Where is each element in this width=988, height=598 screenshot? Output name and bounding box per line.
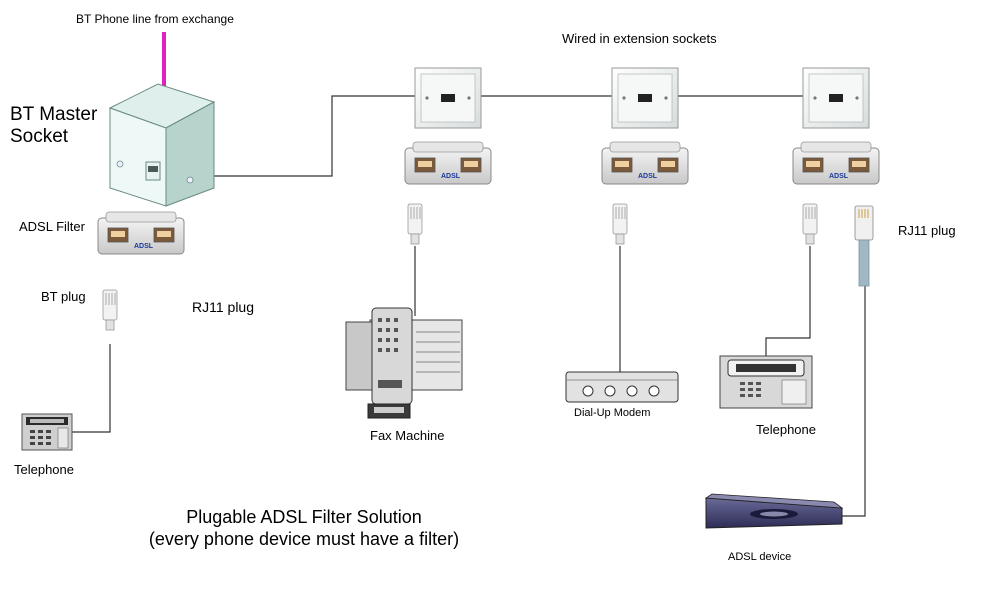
- fax-plug: [407, 203, 423, 245]
- adsl-device-label: ADSL device: [728, 551, 792, 563]
- extension-socket-1: [414, 67, 482, 129]
- exchange-line-label: BT Phone line from exchange: [76, 12, 234, 26]
- extension-sockets-label: Wired in extension sockets: [562, 31, 717, 46]
- fax-machine: [345, 307, 463, 419]
- adsl-device-cable: [842, 282, 866, 517]
- right-phone-cable: [765, 246, 811, 356]
- svg-text:ADSL: ADSL: [441, 173, 461, 180]
- bt-plug: [102, 289, 118, 331]
- modem-plug: [612, 203, 628, 245]
- fax-machine-label: Fax Machine: [370, 428, 445, 443]
- left-telephone: [21, 413, 73, 451]
- dial-up-modem: [565, 371, 679, 403]
- rj11-plug: [854, 205, 874, 287]
- master-socket-label: BT Master Socket: [10, 104, 98, 147]
- extension-filter-2: ADSL: [601, 141, 689, 185]
- filter-marking-text: ADSL: [134, 243, 154, 250]
- master-to-extension-wire: [210, 95, 415, 177]
- extension-filter-3: ADSL: [792, 141, 880, 185]
- left-phone-cable: [72, 344, 111, 433]
- right-telephone: [719, 355, 813, 409]
- bt-plug-label: BT plug: [41, 289, 86, 304]
- master-adsl-filter: ADSL: [97, 211, 185, 255]
- phone-plug: [802, 203, 818, 245]
- extension-filter-1: ADSL: [404, 141, 492, 185]
- bt-master-socket: [108, 83, 216, 207]
- adsl-filter-label: ADSL Filter: [19, 219, 85, 234]
- caption-line-2: (every phone device must have a filter): [148, 529, 460, 549]
- extension-socket-3: [802, 67, 870, 129]
- adsl-device: [704, 493, 844, 529]
- telephone-left-label: Telephone: [14, 462, 74, 477]
- svg-text:ADSL: ADSL: [638, 173, 658, 180]
- extension-socket-2: [611, 67, 679, 129]
- caption-line-1: Plugable ADSL Filter Solution: [186, 507, 422, 527]
- rj11-plug-right-label: RJ11 plug: [898, 223, 956, 238]
- rj11-plug-left-label: RJ11 plug: [192, 299, 255, 315]
- telephone-right-label: Telephone: [756, 422, 816, 437]
- svg-text:ADSL: ADSL: [829, 173, 849, 180]
- diagram-caption: Plugable ADSL Filter Solution (every pho…: [134, 506, 474, 550]
- dial-up-modem-label: Dial-Up Modem: [574, 407, 651, 419]
